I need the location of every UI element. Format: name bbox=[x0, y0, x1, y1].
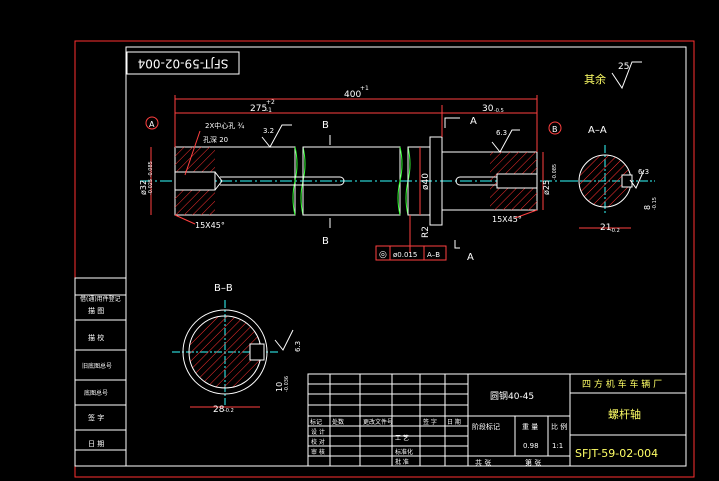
sheet-label-2: 第 张 bbox=[525, 458, 541, 467]
datum-a-label: A bbox=[149, 120, 155, 129]
part-name: 螺杆轴 bbox=[608, 407, 641, 421]
cut-b-top: B bbox=[322, 120, 329, 131]
center-hole-note-2: 孔深 20 bbox=[203, 135, 228, 144]
left-cell-0: 借(通)用件登记 bbox=[80, 295, 121, 303]
center-hole-note-1: 2X中心孔 ¾ bbox=[205, 121, 244, 130]
rough-a: 3.2 bbox=[263, 127, 274, 135]
section-bb: B–B 6.3 28 -0.2 10 -0.036 bbox=[172, 283, 302, 415]
sig-row-3: 工 艺 bbox=[395, 434, 409, 442]
rough-aa: 6.3 bbox=[638, 168, 649, 176]
sig-row-2: 审 核 bbox=[311, 448, 325, 456]
tol-value: ø0.015 bbox=[393, 251, 417, 259]
scale-value: 1:1 bbox=[552, 442, 563, 450]
chamfer-left: 15X45° bbox=[195, 221, 225, 230]
cut-a-bottom: A bbox=[467, 252, 474, 263]
chamfer-right: 15X45° bbox=[492, 215, 522, 224]
dim-dia-mid: ø40 bbox=[421, 173, 431, 190]
rough-b: 6.3 bbox=[496, 129, 507, 137]
left-cell-5: 签 字 bbox=[88, 413, 104, 422]
rev-header-1: 处数 bbox=[332, 418, 344, 426]
main-shaft-view: A B 400 +1 275 +2 -1 30 -0.5 A A B B ø32… bbox=[139, 85, 585, 263]
key-aa-d: 8 bbox=[643, 205, 652, 210]
cut-b-bottom: B bbox=[322, 236, 329, 247]
scale-label: 比 例 bbox=[551, 422, 567, 431]
rev-header-2: 更改文件号 bbox=[363, 418, 393, 426]
drawing-number: SFJT-59-02-004 bbox=[575, 447, 658, 460]
left-cell-6: 日 期 bbox=[88, 440, 104, 448]
weight-value: 0.98 bbox=[523, 442, 539, 450]
dim-overall-tol: +1 bbox=[360, 85, 369, 92]
key-bb-d: 10 bbox=[275, 382, 284, 392]
key-bb-d-tol: -0.036 bbox=[284, 376, 290, 392]
rotated-code-box: SFJT-59-02-004 bbox=[126, 51, 240, 75]
rotated-code: SFJT-59-02-004 bbox=[138, 57, 229, 71]
weight-label: 重 量 bbox=[522, 423, 538, 431]
key-aa-d-tol: -0.15 bbox=[652, 197, 658, 210]
section-aa: A–A 6.3 21 -0.2 8 -0.15 bbox=[570, 125, 658, 234]
key-aa-w: 21 bbox=[600, 223, 611, 233]
dim-dia-right-tol: -0.085 bbox=[552, 164, 558, 180]
rev-header-0: 标记 bbox=[310, 418, 322, 426]
dim-right-tol: -0.5 bbox=[494, 108, 504, 114]
title-block-text: 圆钢40-45 四 方 机 车 车 辆 厂 螺杆轴 SFJT-59-02-004… bbox=[310, 378, 662, 467]
rev-header-3: 签 字 bbox=[423, 418, 437, 426]
tol-symbol: ◎ bbox=[379, 250, 387, 260]
sig-row-1: 校 对 bbox=[311, 438, 325, 446]
dim-left-tol-bot: -1 bbox=[266, 107, 272, 114]
outer-border bbox=[74, 40, 695, 478]
dim-dia-left: ø32 bbox=[139, 180, 148, 195]
section-aa-label: A–A bbox=[588, 125, 607, 136]
section-bb-label: B–B bbox=[214, 283, 233, 294]
key-bb-w: 28 bbox=[213, 405, 225, 415]
left-cell-1: 描 图 bbox=[88, 306, 104, 315]
sig-row-0: 设 计 bbox=[311, 428, 325, 436]
roughness-rest-value: 25 bbox=[618, 62, 629, 72]
rough-bb: 6.3 bbox=[294, 341, 302, 352]
company: 四 方 机 车 车 辆 厂 bbox=[582, 378, 662, 390]
dim-dia-right: ø25 bbox=[542, 180, 551, 195]
dim-left-len: 275 bbox=[250, 104, 267, 114]
sig-row-5: 批 准 bbox=[395, 458, 409, 466]
roughness-rest: 其余 25 bbox=[584, 61, 642, 90]
key-bb-tol: -0.2 bbox=[224, 408, 234, 414]
datum-b-label: B bbox=[552, 125, 558, 134]
left-cell-2: 描 校 bbox=[88, 333, 104, 342]
dim-right-len: 30 bbox=[482, 104, 494, 114]
key-aa-tol: -0.2 bbox=[610, 228, 620, 234]
rev-header-4: 日 期 bbox=[447, 418, 461, 426]
dim-left-tol-top: +2 bbox=[266, 99, 275, 106]
stage-label: 阶段标记 bbox=[472, 422, 500, 431]
dim-radius: R2 bbox=[421, 226, 431, 238]
dim-overall: 400 bbox=[344, 90, 361, 100]
sheet-label: 共 张 bbox=[475, 458, 491, 467]
sig-row-4: 标准化 bbox=[395, 448, 413, 456]
left-cell-3: 旧底图总号 bbox=[82, 362, 112, 370]
roughness-rest-label: 其余 bbox=[584, 72, 606, 86]
cut-a-top: A bbox=[470, 116, 477, 127]
material: 圆钢40-45 bbox=[490, 390, 534, 402]
left-cell-4: 底图总号 bbox=[84, 389, 108, 397]
tol-datum: A–B bbox=[427, 251, 440, 259]
dim-dia-left-tol: -0.025 -0.085 bbox=[148, 161, 154, 195]
title-block bbox=[307, 373, 687, 467]
left-column: 借(通)用件登记 描 图 描 校 旧底图总号 底图总号 签 字 日 期 bbox=[74, 277, 127, 467]
